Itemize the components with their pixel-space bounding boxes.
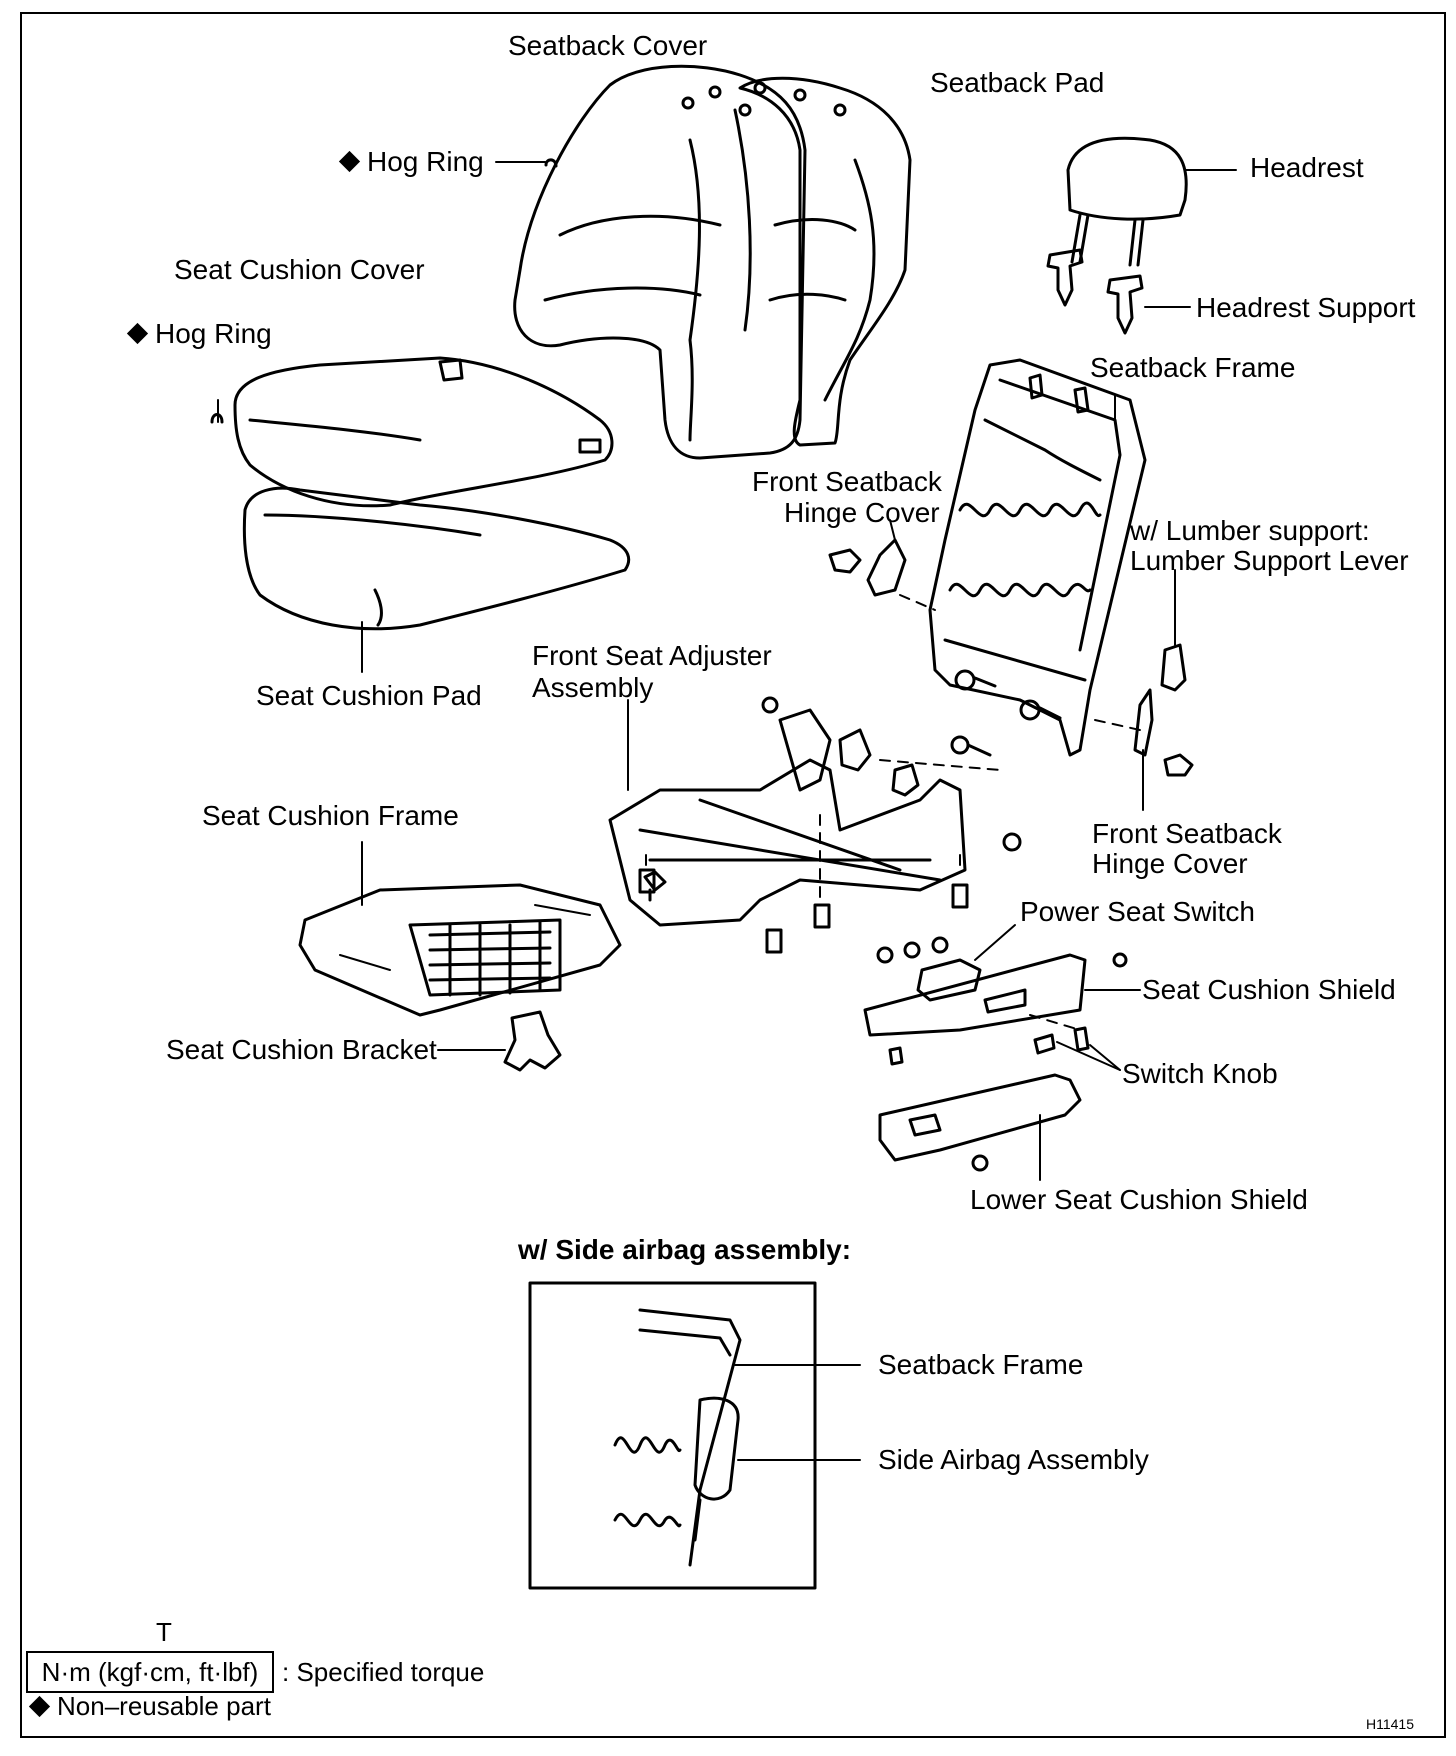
legend-nonreusable: Non–reusable part [28,1690,271,1722]
label-inset-side-airbag: Side Airbag Assembly [878,1444,1149,1475]
label-headrest: Headrest [1250,152,1364,183]
label-seat-cushion-pad: Seat Cushion Pad [256,680,482,711]
diagram-frame [20,12,1446,1738]
diamond-icon [28,1695,51,1717]
label-front-seatback-hinge-right-2: Hinge Cover [1092,848,1248,879]
seatback-pad-drawing [738,76,912,447]
label-switch-knob: Switch Knob [1122,1058,1278,1089]
inset-box [528,1281,817,1590]
label-lower-seat-cushion-shield: Lower Seat Cushion Shield [970,1184,1308,1215]
seatback-cover-drawing [513,64,807,460]
label-seat-cushion-shield: Seat Cushion Shield [1142,974,1396,1005]
label-inset-seatback-frame: Seatback Frame [878,1349,1084,1380]
diamond-icon [126,323,149,345]
label-seatback-pad: Seatback Pad [930,67,1105,98]
label-headrest-support: Headrest Support [1196,292,1416,323]
headrest-support-drawing [1046,248,1191,335]
legend-torque-desc: : Specified torque [282,1657,485,1687]
label-front-seatback-hinge-right-1: Front Seatback [1092,818,1282,849]
seatback-frame-drawing [928,358,1147,757]
label-hog-ring-top: Hog Ring [338,146,484,178]
hog-ring-top-drawing [544,158,558,168]
label-seat-cushion-cover: Seat Cushion Cover [174,254,425,285]
seat-cushion-bracket-drawing [437,1010,562,1072]
inset-title: w/ Side airbag assembly: [518,1234,852,1265]
power-seat-switch-drawing [876,924,1128,1002]
label-seatback-frame: Seatback Frame [1090,352,1296,383]
seat-cushion-shield-drawing [863,953,1141,1066]
hinge-cover-left-drawing [828,519,936,611]
label-front-seatback-hinge-left-1: Front Seatback [752,466,942,497]
label-lumber-support-1: w/ Lumber support: [1130,515,1370,546]
hinge-cover-right-drawing [1094,688,1194,811]
switch-knob-drawing [1033,1026,1121,1071]
legend-torque-mark: T [156,1617,172,1647]
label-seat-cushion-frame: Seat Cushion Frame [202,800,459,831]
label-front-seat-adjuster-1: Front Seat Adjuster [532,640,772,671]
seat-cushion-pad-drawing [242,486,631,673]
lower-seat-cushion-shield-drawing [878,1073,1082,1181]
label-seat-cushion-bracket: Seat Cushion Bracket [166,1034,437,1065]
label-front-seat-adjuster-2: Assembly [532,672,654,703]
front-seat-adjuster-drawing [608,696,1022,954]
seat-cushion-frame-drawing [298,841,622,1017]
label-front-seatback-hinge-left-2: Hinge Cover [784,497,940,528]
legend-torque-box: N·m (kgf·cm, ft·lbf) [26,1651,274,1693]
headrest-drawing [1066,136,1237,267]
figure-reference: H11415 [1366,1716,1415,1732]
inset-side-airbag-drawing [613,1308,861,1567]
diamond-icon [338,151,361,173]
label-seatback-cover: Seatback Cover [508,30,708,61]
label-power-seat-switch: Power Seat Switch [1020,896,1255,927]
label-lumber-support-2: Lumber Support Lever [1130,545,1409,576]
label-hog-ring-left: Hog Ring [126,318,272,350]
lumber-support-lever-drawing [1160,569,1187,692]
seat-cushion-cover-drawing [233,356,614,508]
frame-bolts-drawing [954,669,1062,721]
